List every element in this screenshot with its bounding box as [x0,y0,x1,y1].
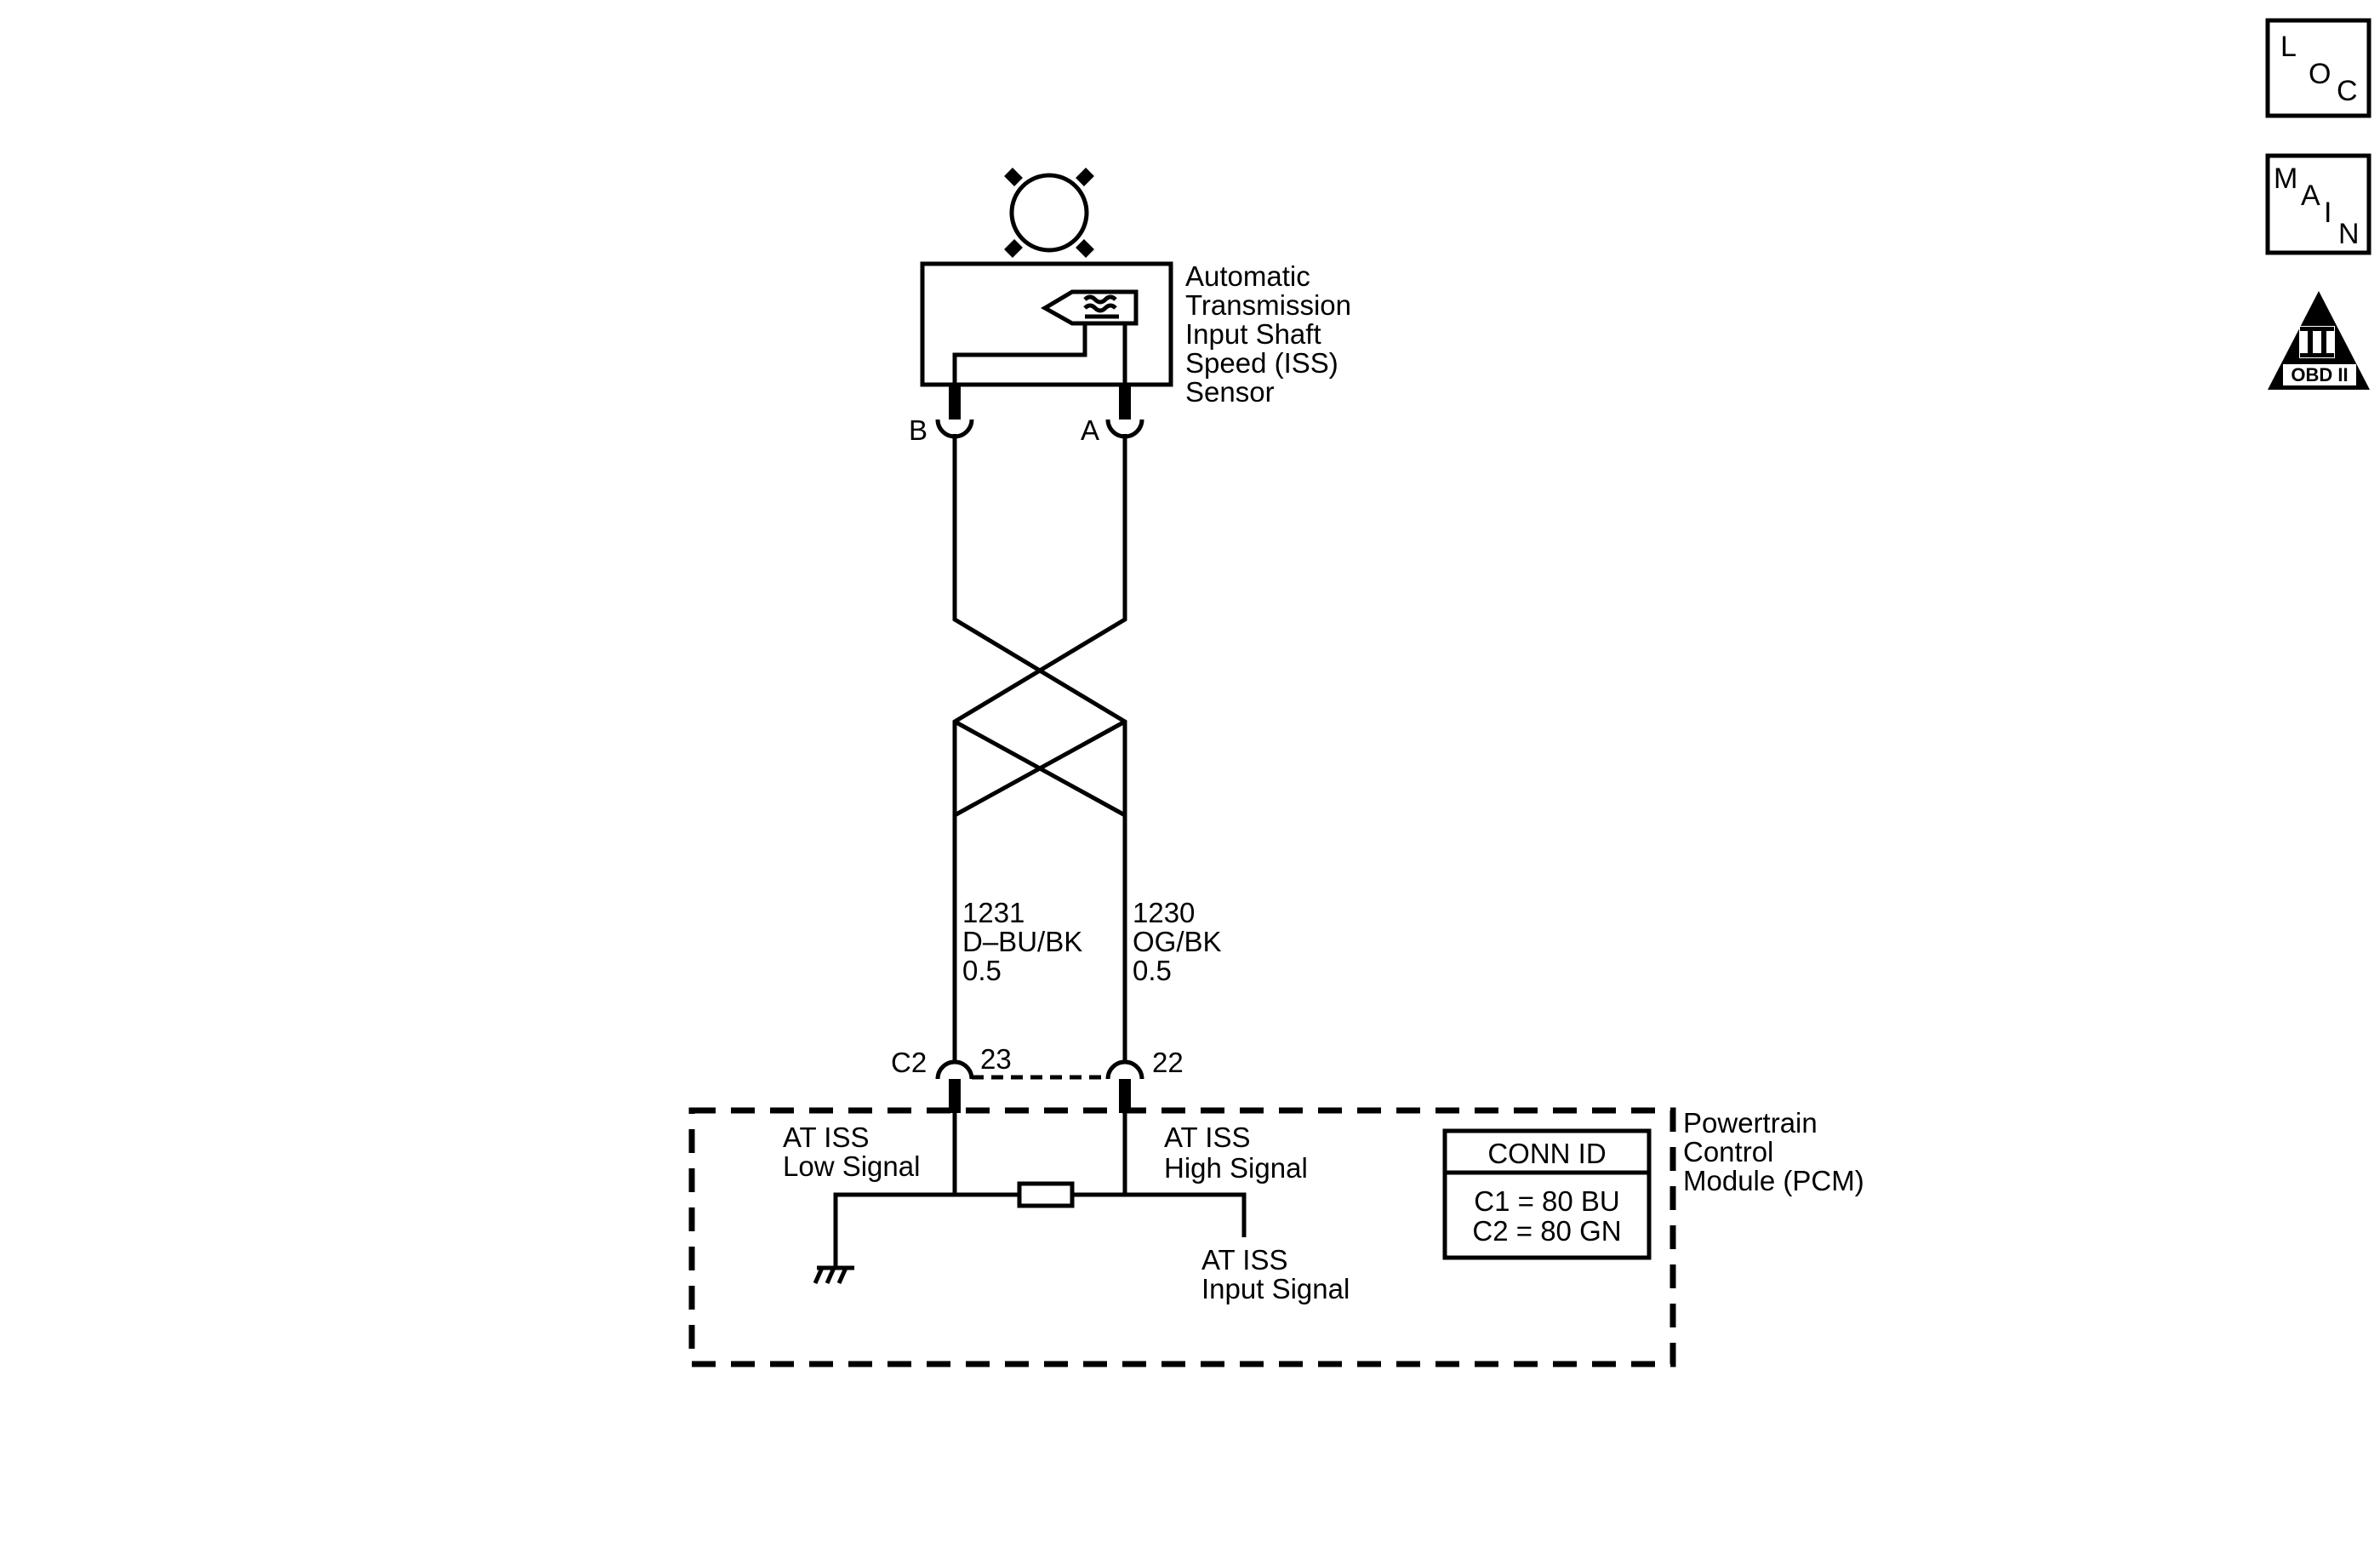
svg-text:M: M [2274,163,2297,195]
svg-text:N: N [2338,218,2360,250]
connector-c2-label: C2 [891,1047,927,1078]
sensor-internal-wire-b [952,325,1087,400]
sensor-name: Automatic Transmission Input Shaft Speed… [1185,260,1359,408]
loc-icon[interactable]: L O C [2265,18,2371,118]
input-signal-label: AT ISS Input Signal [1201,1244,1350,1304]
pcm-boundary [688,1107,1676,1367]
obd-ii-icon[interactable]: OBD II [2268,291,2370,390]
low-signal-label: AT ISS Low Signal [783,1122,920,1182]
wire-label-left: 1231 D–BU/BK 0.5 [962,897,1090,986]
sensor-location-icon [1004,168,1094,258]
svg-text:O: O [2309,58,2331,90]
twist-segment-2 [953,719,1127,818]
sensor-connector-b [935,385,974,439]
svg-text:L: L [2280,31,2297,63]
pcm-name: Powertrain Control Module (PCM) [1683,1107,1864,1196]
main-icon[interactable]: M A I N [2265,153,2371,255]
resistor [1017,1181,1075,1208]
pcm-connector-22 [1105,1059,1144,1113]
svg-text:C: C [2337,75,2358,107]
pin-a-label: A [1081,414,1099,446]
pcm-connector-23 [935,1059,974,1113]
high-side-trace [1072,1192,1247,1237]
pin-23-label: 23 [980,1043,1012,1075]
conn-id-title: CONN ID [1487,1138,1606,1169]
sensor-connector-a [1105,385,1144,439]
ground-icon [813,1265,854,1285]
obd-ii-label: OBD II [2291,364,2348,385]
speed-sensor-icon [1041,289,1139,326]
high-signal-label: AT ISS High Signal [1164,1122,1308,1184]
svg-text:I: I [2324,197,2331,229]
iss-sensor-box [920,261,1173,387]
low-side-trace [833,1192,1019,1268]
conn-id-table: CONN ID C1 = 80 BU C2 = 80 GN [1442,1128,1652,1260]
conn-id-row-c2: C2 = 80 GN [1472,1215,1621,1247]
wire-label-right: 1230 OG/BK 0.5 [1133,897,1230,986]
conn-id-row-c1: C1 = 80 BU [1474,1185,1620,1217]
pin-b-label: B [909,414,927,446]
pin-22-label: 22 [1152,1047,1184,1078]
svg-text:A: A [2301,180,2320,212]
